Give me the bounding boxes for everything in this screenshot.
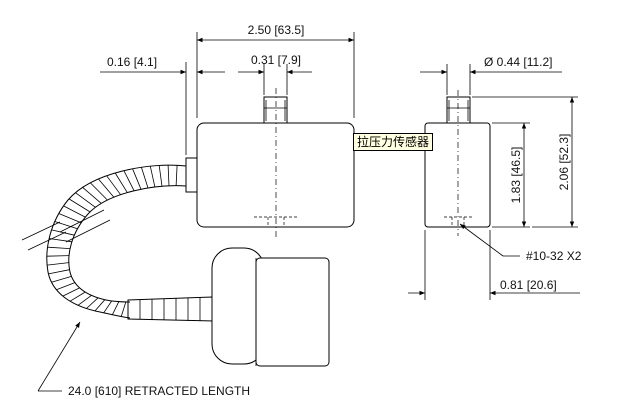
cable-boss (185, 157, 198, 193)
dim-body-height: 1.83 [46.5] (492, 122, 530, 228)
thread-callout: #10-32 X2 (459, 223, 582, 263)
dim-diameter: Ø 0.44 [11.2] (420, 55, 562, 95)
dim-overall-height: 2.06 [52.3] (472, 96, 578, 228)
dim-depth: 0.81 [20.6] (408, 230, 580, 300)
top-stud (263, 96, 288, 124)
cable-length-label: 24.0 [610] RETRACTED LENGTH (68, 384, 250, 398)
cable-length-callout: 24.0 [610] RETRACTED LENGTH (37, 321, 250, 398)
dim-connector-width: 0.31 [7.9] (238, 53, 312, 95)
depth-label: 0.81 [20.6] (500, 278, 557, 292)
front-view (185, 88, 355, 238)
tooltip-label: 拉压力传感器 (353, 133, 434, 151)
side-view (424, 90, 491, 236)
cable-connector (127, 247, 330, 367)
thread-label: #10-32 X2 (526, 249, 582, 263)
coiled-cable (21, 164, 187, 319)
dim-cable-offset: 0.16 [4.1] (100, 55, 225, 155)
connector-barrel (255, 257, 330, 367)
side-body (424, 122, 491, 228)
body-height-label: 1.83 [46.5] (509, 147, 523, 204)
dim-overall-length: 2.50 [63.5] (196, 23, 355, 118)
connector-width-label: 0.31 [7.9] (251, 53, 301, 67)
overall-height-label: 2.06 [52.3] (557, 134, 571, 191)
overall-length-label: 2.50 [63.5] (248, 23, 305, 37)
diameter-label: Ø 0.44 [11.2] (484, 55, 553, 69)
side-stud (446, 96, 471, 124)
sensor-body (196, 122, 355, 228)
cable-offset-label: 0.16 [4.1] (107, 55, 157, 69)
